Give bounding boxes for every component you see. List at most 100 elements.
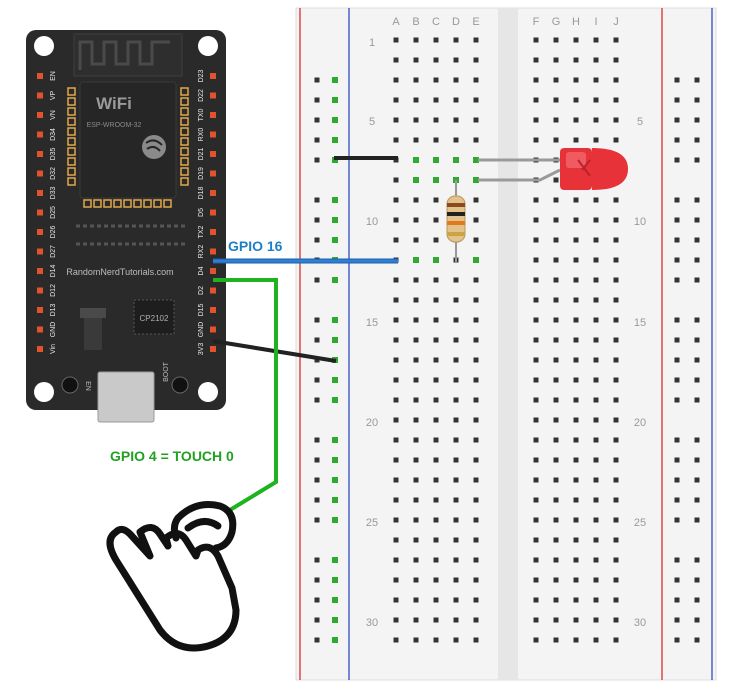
pin-label: GND [198, 322, 205, 338]
breadboard-hole [533, 557, 539, 563]
module-pad [133, 199, 142, 208]
breadboard-hole [553, 357, 559, 363]
module-pad [180, 97, 189, 106]
breadboard-hole [533, 377, 539, 383]
rail-hole [314, 277, 320, 283]
rail-hole [694, 217, 700, 223]
module-pad [123, 199, 132, 208]
breadboard-hole [413, 197, 419, 203]
rail-hole [674, 517, 680, 523]
module-pad [180, 167, 189, 176]
breadboard-hole [413, 337, 419, 343]
breadboard-hole [613, 477, 619, 483]
column-letter: H [572, 16, 580, 28]
rail-hole [674, 317, 680, 323]
breadboard-hole [433, 537, 439, 543]
pin-label: D22 [198, 89, 205, 102]
breadboard-hole [593, 117, 599, 123]
row-number: 15 [634, 317, 646, 329]
pin-label: RX0 [198, 128, 205, 142]
breadboard-hole [473, 77, 479, 83]
breadboard-hole [613, 357, 619, 363]
breadboard-hole [453, 537, 459, 543]
header-pin [210, 73, 216, 79]
row-numbers-right: 5 10 15 20 25 30 [634, 116, 646, 629]
breadboard-hole [593, 97, 599, 103]
module-pad [67, 157, 76, 166]
rail-hole [674, 257, 680, 263]
header-pin [37, 73, 43, 79]
breadboard-hole [413, 577, 419, 583]
rail-hole [314, 497, 320, 503]
row-number: 20 [366, 417, 378, 429]
breadboard-hole [433, 77, 439, 83]
pin-label: Vin [50, 344, 57, 354]
rail-hole [694, 437, 700, 443]
breadboard-hole [433, 517, 439, 523]
pin-label: D23 [198, 69, 205, 82]
breadboard-hole [533, 617, 539, 623]
pin-label: D33 [50, 186, 57, 199]
breadboard-hole [453, 297, 459, 303]
breadboard-hole [613, 197, 619, 203]
rail-hole [314, 197, 320, 203]
header-pin [37, 248, 43, 255]
breadboard-hole [553, 297, 559, 303]
breadboard-hole [593, 377, 599, 383]
column-letter: B [412, 16, 419, 28]
breadboard-hole [433, 297, 439, 303]
breadboard-hole [413, 537, 419, 543]
rail-hole [674, 137, 680, 143]
breadboard-hole [553, 597, 559, 603]
breadboard-hole [613, 217, 619, 223]
breadboard-hole [613, 497, 619, 503]
module-pad [67, 97, 76, 106]
column-letter: C [432, 16, 440, 28]
breadboard-hole [533, 537, 539, 543]
breadboard-hole [593, 197, 599, 203]
breadboard-hole [453, 357, 459, 363]
header-pin [37, 307, 43, 313]
breadboard: A B C D E F G H I J 1 5 10 15 20 25 30 5… [295, 7, 717, 681]
breadboard-hole [533, 337, 539, 343]
row-numbers-left: 1 5 10 15 20 25 30 [366, 37, 378, 629]
en-button-icon [61, 376, 79, 394]
breadboard-hole [433, 377, 439, 383]
usb-chip [133, 299, 175, 335]
breadboard-hole [433, 497, 439, 503]
breadboard-hole [453, 577, 459, 583]
breadboard-hole [573, 617, 579, 623]
breadboard-hole [453, 517, 459, 523]
rail-hole [314, 137, 320, 143]
breadboard-hole [413, 37, 419, 43]
breadboard-hole [533, 297, 539, 303]
breadboard-hole [593, 617, 599, 623]
header-pin [210, 209, 216, 216]
header-pin [37, 229, 43, 235]
breadboard-hole [613, 537, 619, 543]
breadboard-hole [553, 537, 559, 543]
row-number: 25 [366, 517, 378, 529]
breadboard-hole [393, 617, 399, 623]
breadboard-hole [553, 77, 559, 83]
rail-hole [674, 597, 680, 603]
mount-hole [34, 36, 54, 56]
header-pin [210, 92, 216, 99]
breadboard-hole [573, 297, 579, 303]
pin-label: D18 [198, 186, 205, 199]
breadboard-hole [573, 377, 579, 383]
breadboard-hole [453, 377, 459, 383]
module-pad [67, 107, 76, 116]
breadboard-hole [413, 317, 419, 323]
connected-hole [433, 157, 439, 163]
breadboard-hole [393, 557, 399, 563]
connected-hole [332, 237, 338, 243]
breadboard-hole [613, 37, 619, 43]
breadboard-hole [393, 97, 399, 103]
breadboard-hole [573, 197, 579, 203]
breadboard-hole [533, 117, 539, 123]
breadboard-hole [553, 97, 559, 103]
breadboard-hole [553, 477, 559, 483]
breadboard-hole [393, 197, 399, 203]
module-pad [67, 137, 76, 146]
